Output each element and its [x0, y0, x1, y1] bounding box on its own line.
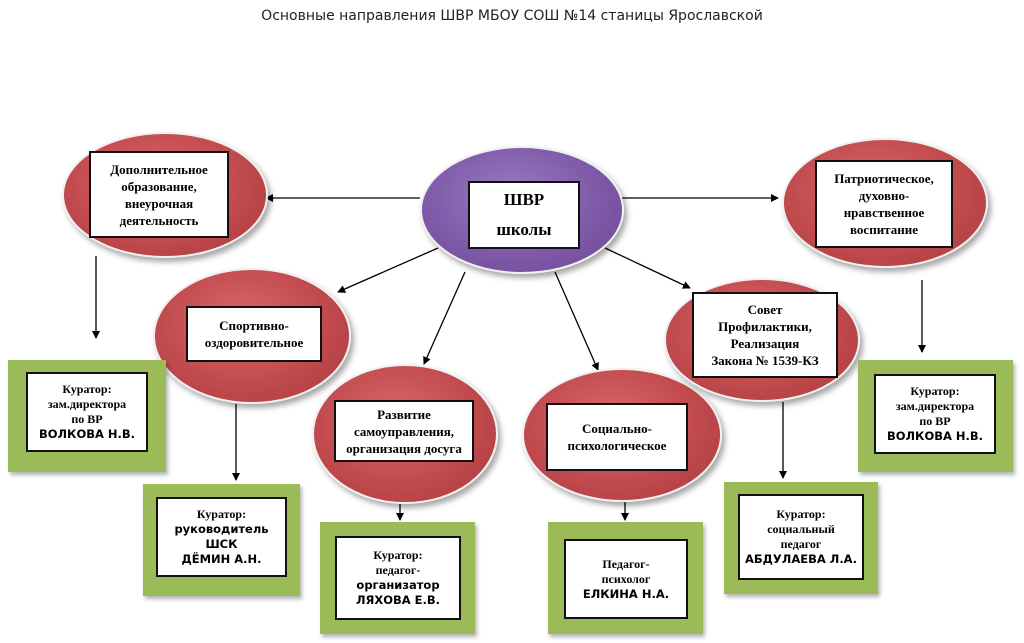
curator-sport-name-1: руководитель ШСК [174, 522, 269, 551]
arrow-center-to-sovet [604, 247, 691, 289]
curator-box-sovet: Куратор: социальный педагог АБДУЛАЕВА Л.… [738, 494, 864, 580]
curator-left-role-1: Куратор: [62, 382, 112, 396]
samo-line-2: самоуправления, [353, 423, 454, 439]
curator-right-name: ВОЛКОВА Н.В. [886, 429, 984, 443]
curator-left-role-3: по ВР [71, 412, 103, 426]
dop-line-1: Дополнительное [110, 161, 208, 177]
arrow-center-to-samo [423, 271, 466, 365]
curator-samo-role-2: педагог- [375, 563, 421, 577]
curator-samo-name-2: ЛЯХОВА Е.В. [355, 593, 441, 607]
curator-social-role-1: Педагог- [602, 556, 650, 571]
center-label-line1: ШВР [503, 190, 545, 209]
curator-sport-name-2: ДЁМИН А.Н. [181, 552, 262, 566]
curator-sport-role: Куратор: [196, 507, 247, 521]
curator-right-role-2: зам.директора [895, 399, 975, 413]
samo-line-1: Развитие [377, 406, 431, 422]
patriot-line-3: нравственное [843, 205, 925, 220]
curator-left-name: ВОЛКОВА Н.В. [38, 427, 136, 441]
curator-social-role-2: психолог [601, 571, 651, 586]
curator-box-samo: Куратор: педагог- организатор ЛЯХОВА Е.В… [335, 536, 461, 620]
box-samo: Развитие самоуправления, организация дос… [334, 400, 474, 462]
center-label-line2: школы [496, 220, 552, 239]
arrow-center-to-sport [337, 247, 439, 293]
sovet-line-4: Закона № 1539-КЗ [711, 353, 819, 368]
curator-samo-name-1: организатор [356, 578, 440, 592]
curator-sovet-role-3: педагог [780, 537, 822, 551]
sport-line-2: оздоровительное [204, 335, 304, 350]
curator-box-left: Куратор: зам.директора по ВР ВОЛКОВА Н.В… [26, 372, 148, 452]
arrow-center-to-social [554, 271, 599, 371]
curator-sovet-role-1: Куратор: [776, 507, 826, 521]
box-patriot: Патриотическое, духовно- нравственное во… [815, 160, 953, 248]
box-sovet: Совет Профилактики, Реализация Закона № … [692, 292, 838, 378]
curator-right-role-3: по ВР [919, 414, 951, 428]
patriot-line-4: воспитание [850, 222, 918, 237]
box-social: Социально- психологическое [546, 403, 688, 471]
curator-sovet-name: АБДУЛАЕВА Л.А. [745, 552, 857, 566]
box-dop: Дополнительное образование, внеурочная д… [89, 151, 229, 238]
sovet-line-1: Совет [747, 302, 783, 317]
dop-line-2: образование, [121, 178, 197, 194]
curator-box-right: Куратор: зам.директора по ВР ВОЛКОВА Н.В… [874, 374, 996, 454]
box-sport: Спортивно- оздоровительное [186, 306, 322, 362]
dop-line-4: деятельность [119, 212, 199, 228]
sport-line-1: Спортивно- [219, 318, 289, 333]
curator-samo-role-1: Куратор: [373, 548, 423, 562]
curator-box-sport: Куратор: руководитель ШСК ДЁМИН А.Н. [156, 497, 287, 577]
patriot-line-2: духовно- [858, 188, 910, 203]
curator-left-role-2: зам.директора [47, 397, 127, 411]
diagram-title: Основные направления ШВР МБОУ СОШ №14 ст… [261, 8, 763, 24]
samo-line-3: организация досуга [346, 440, 462, 456]
social-line-1: Социально- [582, 421, 652, 436]
curator-social-name: ЕЛКИНА Н.А. [582, 586, 670, 601]
social-line-2: психологическое [567, 438, 667, 453]
sovet-line-2: Профилактики, [718, 319, 812, 334]
curator-sovet-role-2: социальный [767, 522, 835, 536]
patriot-line-1: Патриотическое, [834, 171, 934, 186]
curator-right-role-1: Куратор: [910, 384, 960, 398]
curator-box-social: Педагог- психолог ЕЛКИНА Н.А. [564, 539, 688, 619]
dop-line-3: внеурочная [124, 195, 194, 211]
center-box: ШВР школы [468, 181, 580, 249]
sovet-line-3: Реализация [730, 336, 800, 351]
